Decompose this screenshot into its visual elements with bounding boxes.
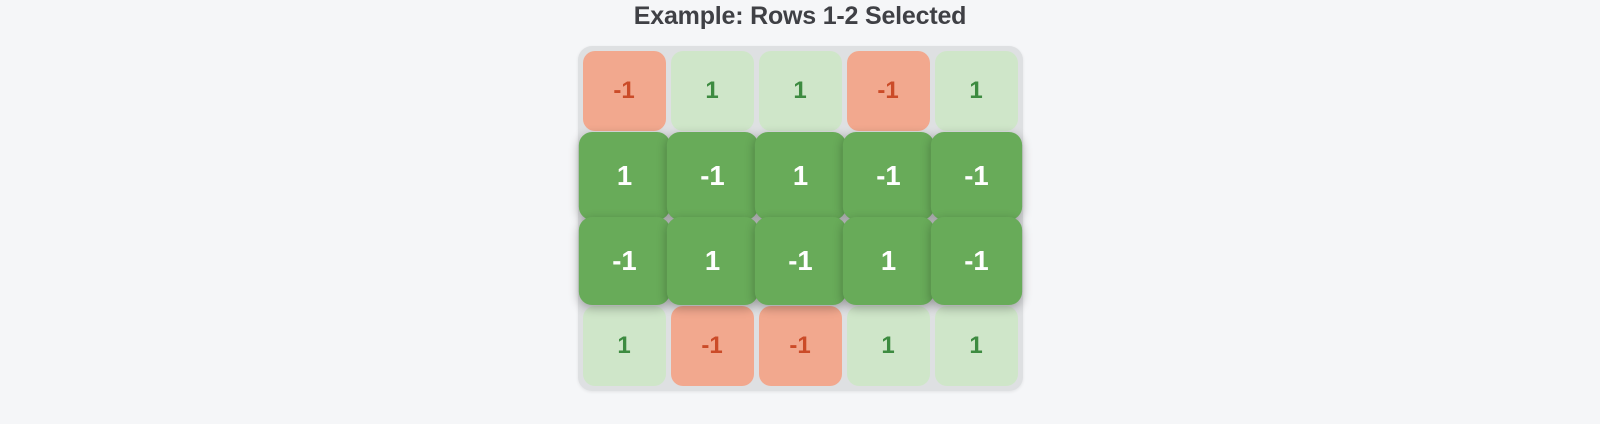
grid-cell-r0-c4[interactable]: 1 <box>934 51 1018 131</box>
grid-cell-r1-c0[interactable]: 1 <box>578 132 670 220</box>
grid-cell-r3-c3[interactable]: 1 <box>846 306 930 386</box>
page-title: Example: Rows 1-2 Selected <box>633 2 967 30</box>
grid-cell-r2-c0[interactable]: -1 <box>578 217 670 305</box>
grid-cell-r1-c4[interactable]: -1 <box>930 132 1022 220</box>
grid-cell-r2-c2[interactable]: -1 <box>754 217 846 305</box>
grid-cell-r1-c3[interactable]: -1 <box>842 132 934 220</box>
grid-cell-r3-c4[interactable]: 1 <box>934 306 1018 386</box>
grid-cell-r3-c0[interactable]: 1 <box>582 306 666 386</box>
grid-cell-r0-c3[interactable]: -1 <box>846 51 930 131</box>
grid-cell-r2-c4[interactable]: -1 <box>930 217 1022 305</box>
grid-cell-r2-c3[interactable]: 1 <box>842 217 934 305</box>
grid-cell-r3-c2[interactable]: -1 <box>758 306 842 386</box>
grid-cell-r3-c1[interactable]: -1 <box>670 306 754 386</box>
grid-cell-r1-c1[interactable]: -1 <box>666 132 758 220</box>
grid-cell-r1-c2[interactable]: 1 <box>754 132 846 220</box>
grid-cell-r2-c1[interactable]: 1 <box>666 217 758 305</box>
grid-cell-r0-c1[interactable]: 1 <box>670 51 754 131</box>
grid-cell-r0-c0[interactable]: -1 <box>582 51 666 131</box>
grid-cell-r0-c2[interactable]: 1 <box>758 51 842 131</box>
